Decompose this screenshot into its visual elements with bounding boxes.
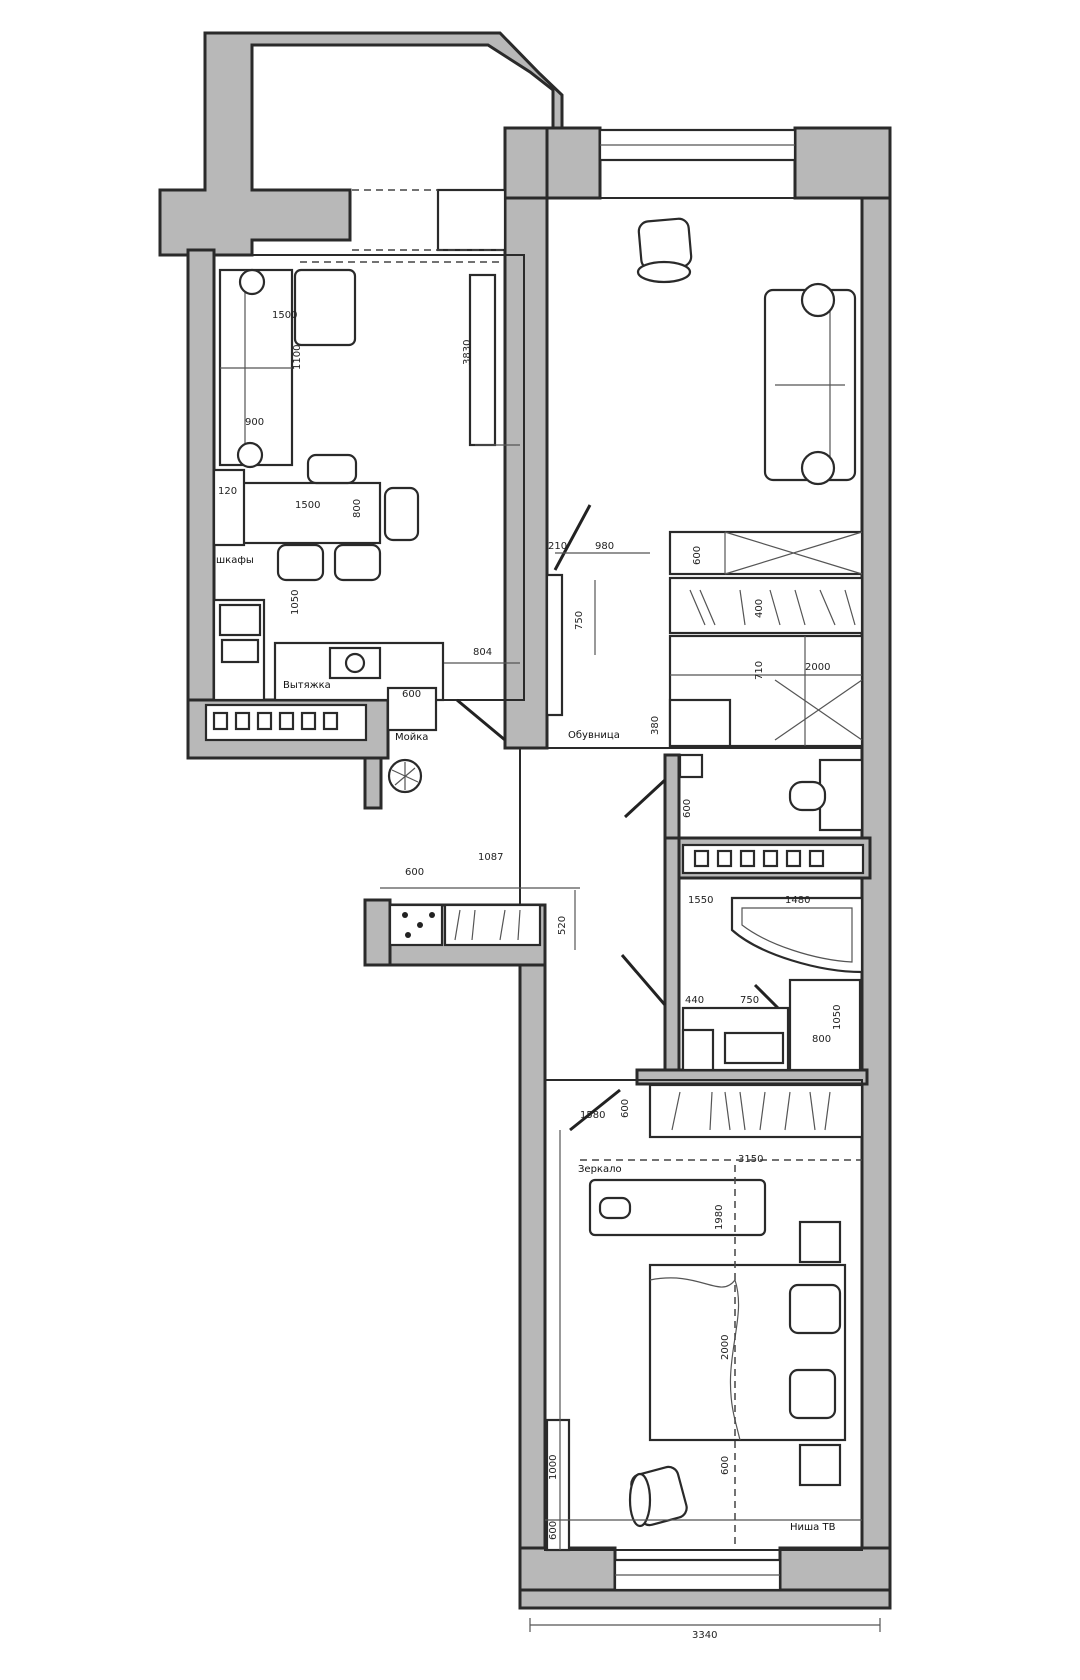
label-shoe-rack: Обувница bbox=[568, 730, 620, 741]
dim-bath-shower: 750 bbox=[740, 995, 759, 1006]
dim-kitchen-sofa: 1500 bbox=[272, 310, 297, 321]
dim-kitchen-sofa-h: 1100 bbox=[292, 345, 303, 370]
dim-bed-closet: 1580 bbox=[580, 1110, 605, 1121]
windows bbox=[352, 128, 797, 1592]
dim-bed-top: 3150 bbox=[738, 1154, 763, 1165]
dim-kitchen-table: 1500 bbox=[295, 500, 320, 511]
dim-bed-total: 3340 bbox=[692, 1630, 717, 1641]
dim-bed-closet-b: 600 bbox=[620, 1099, 631, 1118]
label-sink: Мойка bbox=[395, 732, 428, 743]
dim-hall-entry-c: 520 bbox=[557, 916, 568, 935]
dim-bath-door: 440 bbox=[685, 995, 704, 1006]
dim-hall-door: 980 bbox=[595, 541, 614, 552]
label-mirror: Зеркало bbox=[578, 1164, 622, 1175]
bathroom-fixtures bbox=[678, 753, 865, 1072]
dim-living-cab2: 2000 bbox=[805, 662, 830, 673]
dim-bath-toilet: 600 bbox=[682, 799, 693, 818]
living-furniture bbox=[456, 217, 864, 1132]
dimension-labels: 1500 1100 3830 900 1500 800 120 1050 804… bbox=[218, 310, 843, 1641]
dim-kitchen-sofa-w: 900 bbox=[245, 417, 264, 428]
label-tv-niche: Ниша ТВ bbox=[790, 1522, 836, 1533]
dim-bath-wash: 800 bbox=[812, 1034, 831, 1045]
kitchen-furniture bbox=[204, 261, 520, 794]
dim-bed-desk: 1980 bbox=[714, 1205, 725, 1230]
label-wardrobe: шкафы bbox=[216, 555, 254, 566]
dim-bed-side: 600 bbox=[720, 1456, 731, 1475]
dim-living-cab1: 400 bbox=[754, 599, 765, 618]
dim-bath-left: 1550 bbox=[688, 895, 713, 906]
dim-bed-bottom: 600 bbox=[548, 1521, 559, 1540]
dim-bath-tub: 1480 bbox=[785, 895, 810, 906]
bedroom-furniture bbox=[529, 1083, 881, 1632]
room-labels: шкафы Вытяжка Мойка Обувница Зеркало Ниш… bbox=[216, 555, 836, 1533]
dim-bed-left: 1000 bbox=[548, 1455, 559, 1480]
dim-hall-entry-b: 1087 bbox=[478, 852, 503, 863]
dim-bed-len: 2000 bbox=[720, 1335, 731, 1360]
dim-bath-shower-h: 1050 bbox=[832, 1005, 843, 1030]
dim-kitchen-counter: 1050 bbox=[290, 590, 301, 615]
dim-living-wardrobe: 600 bbox=[692, 546, 703, 565]
dim-hall-depth: 750 bbox=[574, 611, 585, 630]
dim-hall-side: 210 bbox=[548, 541, 567, 552]
dim-hall-entry-a: 600 bbox=[405, 867, 424, 878]
label-hood: Вытяжка bbox=[283, 680, 331, 691]
dim-living-cab3: 710 bbox=[754, 661, 765, 680]
dim-kitchen-depth: 3830 bbox=[462, 340, 473, 365]
dim-kitchen-small: 120 bbox=[218, 486, 237, 497]
dim-living-small: 380 bbox=[650, 716, 661, 735]
dim-kitchen-table-side: 800 bbox=[352, 499, 363, 518]
dim-kitchen-corner: 600 bbox=[402, 689, 421, 700]
hall-furniture bbox=[380, 887, 580, 950]
dim-kitchen-door: 804 bbox=[473, 647, 492, 658]
